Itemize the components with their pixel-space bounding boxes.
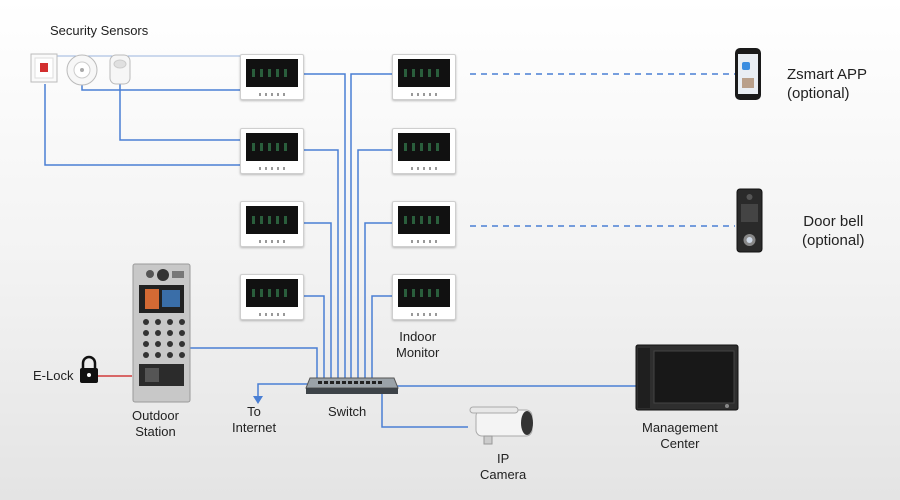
- dashed-links: [470, 73, 735, 227]
- wire-monitor-l2: [302, 149, 339, 380]
- indoor-monitor-l4: [240, 274, 304, 320]
- panic-button-icon: [30, 53, 58, 83]
- management-center-label-line1: Management: [642, 420, 718, 435]
- indoor-monitor-l1: [240, 54, 304, 100]
- lock-icon: [80, 355, 98, 383]
- to-internet-label-line2: Internet: [232, 420, 277, 435]
- management-center-label: Management Center: [642, 420, 718, 452]
- outdoor-station-label-line2: Station: [135, 424, 176, 439]
- ip-camera-label-line1: IP: [496, 451, 510, 466]
- wire-monitor-l3: [302, 222, 332, 380]
- to-internet-label: To Internet: [232, 404, 276, 436]
- wire-outdoor-station: [190, 347, 318, 380]
- outdoor-station-device: [132, 263, 191, 403]
- wire-monitor-r4: [371, 295, 392, 380]
- indoor-monitor-r4: [392, 274, 456, 320]
- motion-sensor-icon: [109, 54, 131, 85]
- zsmart-app-label-line1: Zsmart APP: [787, 66, 868, 83]
- ip-camera-label-line2: Camera: [480, 467, 527, 482]
- switch-device: [305, 377, 399, 394]
- wire-monitor-l1: [302, 73, 346, 380]
- indoor-monitor-r2: [392, 128, 456, 174]
- indoor-monitor-r3: [392, 201, 456, 247]
- zsmart-app-label-line2: (optional): [787, 85, 850, 102]
- internet-arrow-icon: [253, 396, 263, 404]
- network-wires: [40, 55, 636, 428]
- wire-monitor-r3: [364, 222, 392, 380]
- ip-camera-device: [469, 406, 533, 445]
- switch-label: Switch: [328, 404, 367, 419]
- to-internet-label-line1: To: [247, 404, 261, 419]
- indoor-monitor-label: Indoor Monitor: [396, 329, 439, 361]
- smoke-detector-icon: [66, 54, 98, 86]
- indoor-monitor-l3: [240, 201, 304, 247]
- door-bell-label: Door bell (optional): [802, 212, 865, 250]
- zsmart-app-label: Zsmart APP (optional): [787, 65, 867, 103]
- wire-internet: [257, 383, 312, 396]
- ip-camera-label: IP Camera: [480, 451, 526, 483]
- outdoor-station-label-line1: Outdoor: [132, 408, 179, 423]
- management-center-device: [635, 344, 739, 411]
- door-bell-label-line1: Door bell: [803, 213, 864, 230]
- wire-monitor-r1: [350, 73, 392, 380]
- e-lock-label: E-Lock: [33, 368, 74, 383]
- indoor-monitor-label-line1: Indoor: [399, 329, 437, 344]
- indoor-monitor-l2: [240, 128, 304, 174]
- security-sensors-label: Security Sensors: [50, 23, 149, 38]
- outdoor-station-label: Outdoor Station: [132, 408, 179, 440]
- wire-monitor-l4: [302, 295, 325, 380]
- door-bell-label-line2: (optional): [802, 232, 865, 249]
- door-bell-device: [736, 188, 763, 253]
- indoor-monitor-label-line2: Monitor: [396, 345, 440, 360]
- indoor-monitor-r1: [392, 54, 456, 100]
- wire-sensor-2: [81, 84, 240, 91]
- wire-monitor-r2: [357, 149, 392, 380]
- smartphone-icon: [735, 48, 761, 100]
- wire-sensor-3: [119, 84, 240, 141]
- management-center-label-line2: Center: [660, 436, 700, 451]
- wire-sensor-1: [44, 84, 240, 166]
- wire-ip-camera: [381, 393, 468, 428]
